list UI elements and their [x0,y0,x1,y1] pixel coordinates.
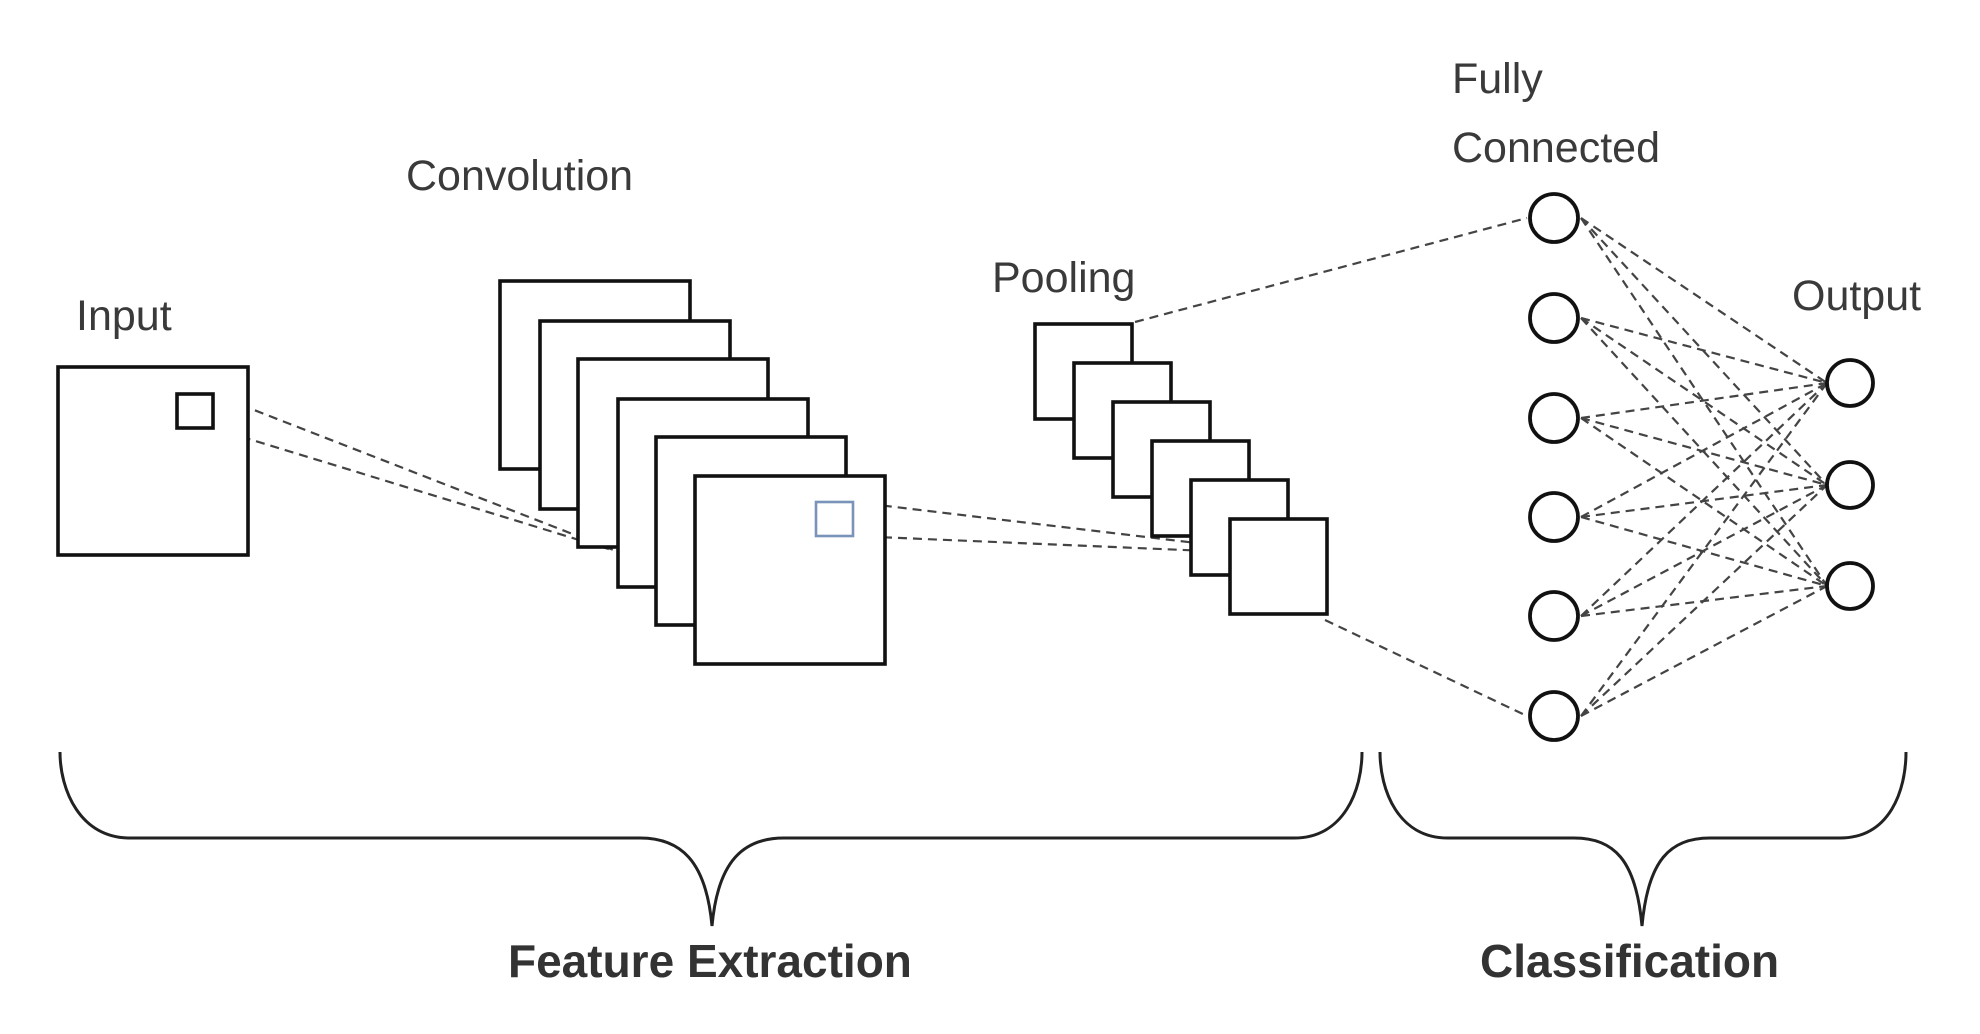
output-node [1825,561,1875,611]
fc-output-edge [1580,382,1828,717]
fc-output-edge [1580,382,1828,617]
fc-node [1528,590,1580,642]
conv-to-pool-line-bottom [852,534,1256,555]
fc-output-edge [1580,316,1828,385]
output-node [1825,358,1875,408]
pool-feature-map-front [1228,517,1329,616]
fully-connected-label-line2: Connected [1452,124,1660,172]
fc-node [1528,392,1580,444]
fc-to-output-lines [1580,217,1828,717]
fc-output-edge [1580,217,1828,587]
input-layer [56,365,250,557]
connection-lines [212,216,1828,717]
fc-output-edge [1580,217,1828,384]
fc-output-edge [1580,585,1828,717]
convolution-layer [498,279,887,666]
classification-brace [1378,751,1908,927]
feature-extraction-brace [58,751,1364,927]
pooling-label: Pooling [992,254,1135,302]
conv-kernel-window [814,500,855,538]
convolution-label: Convolution [406,152,633,200]
fc-output-edge [1580,416,1828,487]
conv-feature-map-front [693,474,887,666]
output-layer [1825,358,1875,611]
feature-extraction-label: Feature Extraction [508,935,912,987]
fc-node [1528,192,1580,244]
fc-output-edge [1580,381,1828,420]
input-label: Input [76,292,172,340]
fc-node [1528,491,1580,543]
output-label: Output [1792,272,1921,320]
fc-output-edge [1580,484,1828,717]
fc-output-edge [1580,417,1828,587]
fully-connected-layer [1528,192,1580,742]
output-node [1825,460,1875,510]
input-receptive-field [175,392,215,430]
fc-output-edge [1580,317,1828,486]
fc-node [1528,690,1580,742]
pool-to-fc-line-bottom [1324,619,1528,717]
fc-output-edge [1580,382,1828,518]
fc-output-edge [1580,484,1828,617]
conv-to-pool-line-top [852,500,1256,552]
pooling-layer [1033,322,1329,616]
input-image [56,365,250,557]
classification-label: Classification [1480,935,1779,987]
input-to-conv-line-bottom [212,426,613,552]
fully-connected-label-line1: Fully [1452,55,1543,103]
fc-node [1528,292,1580,344]
pool-to-fc-line-top [1134,216,1528,324]
